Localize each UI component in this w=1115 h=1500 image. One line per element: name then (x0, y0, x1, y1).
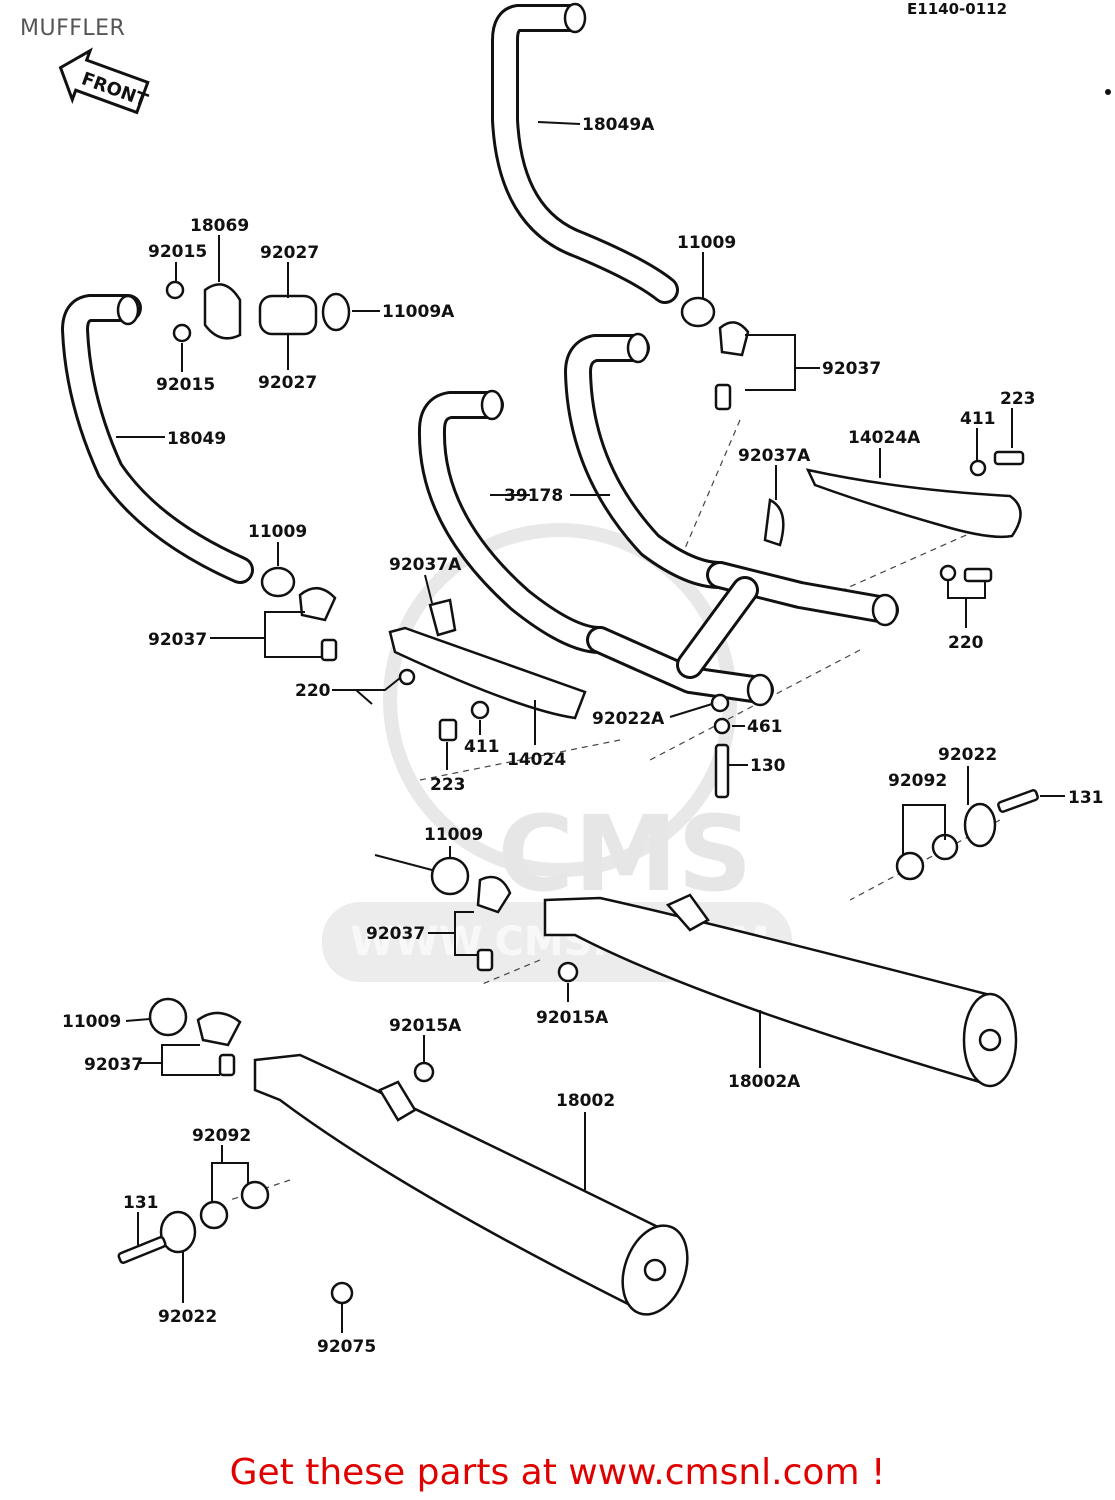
clamp-92037a (428, 598, 457, 637)
page-title: MUFFLER (20, 16, 126, 41)
bolt-131 (997, 789, 1039, 813)
part-label: 92015 (156, 375, 215, 395)
part-label: 92015 (148, 242, 207, 262)
part-labels: 18049A 11009 92037 18069 92015 92027 110… (62, 115, 1104, 1357)
get-parts-link[interactable]: Get these parts at www.cmsnl.com ! (229, 1452, 886, 1493)
part-label: 11009 (62, 1012, 121, 1032)
part-label: 14024A (848, 428, 921, 448)
part-label: 223 (430, 775, 466, 795)
part-label: 130 (750, 756, 786, 776)
flange-18069 (203, 283, 242, 340)
part-label: 11009 (424, 825, 483, 845)
diagram-code: E1140-0112 (907, 0, 1007, 18)
part-label: 92027 (258, 373, 317, 393)
watermark-ring (383, 523, 737, 877)
part-label: 92015A (536, 1008, 609, 1028)
nut-92015 (165, 280, 185, 300)
part-label: 92092 (888, 771, 947, 791)
clamp-92037a (763, 498, 785, 547)
small-parts (117, 280, 1039, 1305)
part-label: 11009 (677, 233, 736, 253)
part-label: 92037 (366, 924, 425, 944)
clamp-92037 (718, 321, 750, 357)
part-label: 92022 (938, 745, 997, 765)
part-label: 131 (1068, 788, 1104, 808)
heat-cover-14024a (805, 468, 1022, 539)
part-label: 461 (747, 717, 783, 737)
part-label: 411 (464, 737, 500, 757)
clamp-92037 (298, 587, 337, 622)
part-label: 18002A (728, 1072, 801, 1092)
heat-cover-14024 (388, 626, 587, 720)
part-label: 92037 (148, 630, 207, 650)
part-label: 92027 (260, 243, 319, 263)
washer-92022 (159, 1210, 197, 1254)
part-label: 18049A (582, 115, 655, 135)
part-label: 223 (1000, 389, 1036, 409)
washer-92022 (963, 802, 997, 848)
registration-dot (1105, 89, 1111, 95)
gasket-11009 (680, 296, 716, 328)
part-label: 92022 (158, 1307, 217, 1327)
part-label: 14024 (507, 750, 566, 770)
part-label: 92015A (389, 1016, 462, 1036)
part-label: 18049 (167, 429, 226, 449)
front-arrow: FRONT (58, 47, 151, 115)
part-92075 (330, 1281, 354, 1305)
leader-lines (116, 121, 1065, 1333)
bolt-131 (117, 1236, 167, 1264)
nut-92015 (172, 323, 192, 343)
part-label: 92037A (738, 446, 811, 466)
gasket-11009 (260, 566, 296, 598)
part-label: 11009A (382, 302, 455, 322)
part-label: 18002 (556, 1091, 615, 1111)
part-label: 92092 (192, 1126, 251, 1146)
part-label: 18069 (190, 216, 249, 236)
part-label: 220 (295, 681, 331, 701)
part-label: 92037 (822, 359, 881, 379)
pipe-end (563, 2, 587, 34)
part-label: 92037A (389, 555, 462, 575)
part-label: 220 (948, 633, 984, 653)
watermark-brand: CMS (498, 793, 753, 915)
bolt-92037 (714, 383, 732, 411)
part-label: 92022A (592, 709, 665, 729)
assembly-guides (229, 419, 1001, 1201)
gasket-11009a (321, 292, 351, 332)
part-label: 11009 (248, 522, 307, 542)
gasket-11009 (430, 856, 470, 896)
gasket-92027 (258, 294, 318, 336)
part-label: 92037 (84, 1055, 143, 1075)
bolt-130 (714, 743, 730, 799)
part-label: 92075 (317, 1337, 376, 1357)
part-label: 131 (123, 1193, 159, 1213)
front-arrow-icon (58, 47, 150, 115)
part-label: 411 (960, 409, 996, 429)
part-label: 39178 (504, 486, 563, 506)
